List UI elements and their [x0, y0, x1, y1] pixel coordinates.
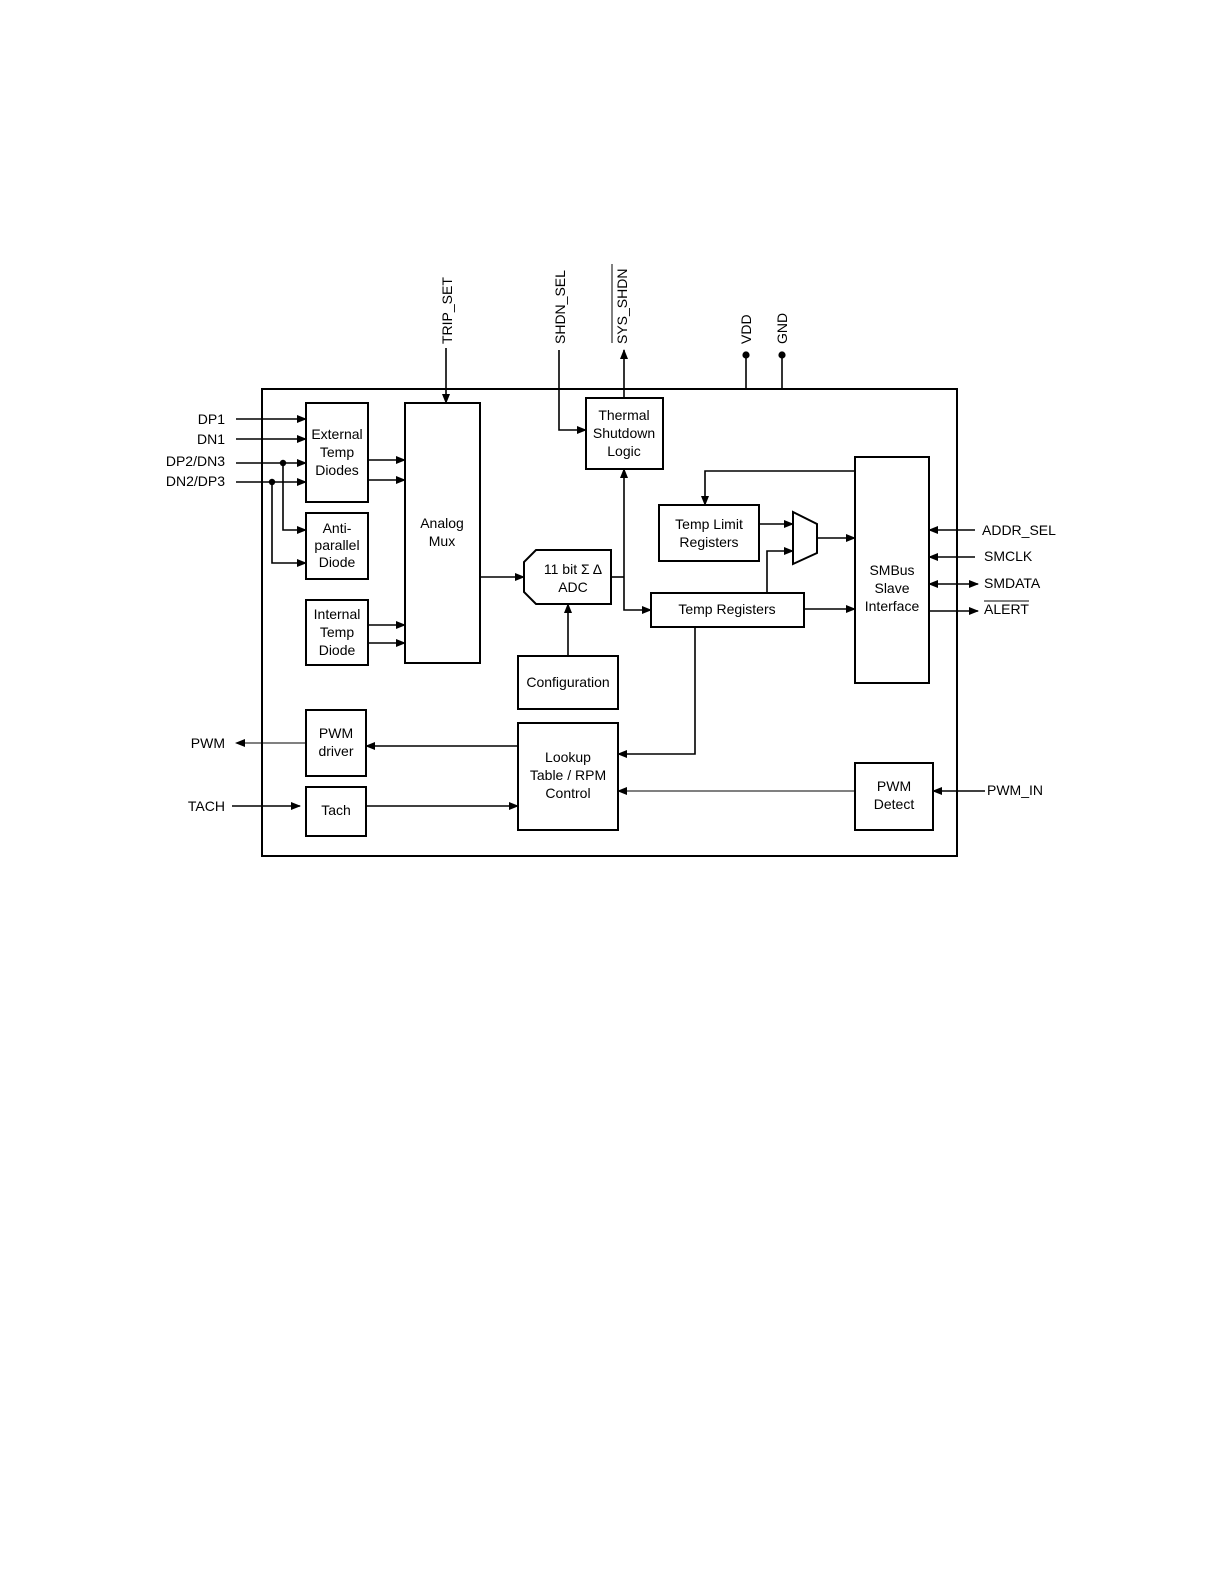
adc-block: 11 bit Σ Δ ADC	[523, 549, 612, 605]
block-label: Tach	[321, 802, 351, 818]
external-temp-diodes-block: External Temp Diodes	[305, 402, 369, 503]
pin-label-tach: TACH	[188, 798, 225, 814]
vdd-pin-dot	[742, 351, 750, 359]
block-label: Diode	[319, 642, 356, 658]
block-label: Detect	[874, 796, 915, 812]
comparator-mux-shape	[792, 510, 818, 566]
block-label: Temp	[320, 624, 354, 640]
temp-registers-block: Temp Registers	[650, 592, 805, 628]
lookup-table-rpm-control-block: Lookup Table / RPM Control	[517, 722, 619, 831]
block-label: Diodes	[315, 462, 359, 478]
pin-label-shdn-sel: SHDN_SEL	[552, 270, 568, 344]
pin-label-smdata: SMDATA	[984, 575, 1041, 591]
block-label: Registers	[679, 534, 738, 550]
pin-label-sys-shdn: SYS_SHDN	[614, 269, 630, 344]
block-label: driver	[318, 743, 353, 759]
block-label: Mux	[429, 533, 455, 549]
pwm-driver-block: PWM driver	[305, 709, 367, 777]
block-label: Slave	[874, 580, 909, 596]
block-label: 11 bit Σ Δ	[544, 561, 602, 577]
internal-temp-diode-block: Internal Temp Diode	[305, 599, 369, 666]
tach-block: Tach	[305, 786, 367, 837]
wire-to-anti-parallel-top	[282, 463, 307, 534]
pin-label-gnd: GND	[774, 313, 790, 344]
block-label: Diode	[319, 554, 356, 570]
anti-parallel-diode-block: Anti- parallel Diode	[305, 512, 369, 580]
block-label: Analog	[420, 515, 464, 531]
pin-label-vdd: VDD	[738, 314, 754, 344]
block-label: Control	[545, 785, 590, 801]
wire-temp-reg-to-lookup	[617, 627, 696, 758]
thermal-shutdown-logic-block: Thermal Shutdown Logic	[585, 397, 664, 470]
block-label: Lookup	[545, 749, 591, 765]
gnd-pin-dot	[778, 351, 786, 359]
pin-label-dn1: DN1	[197, 431, 225, 447]
block-label: Logic	[607, 443, 640, 459]
chip-outline	[261, 388, 958, 857]
block-label: Temp Limit	[675, 516, 743, 532]
block-label: Interface	[865, 598, 920, 614]
block-label: ADC	[558, 579, 588, 595]
pin-label-dn2-dp3: DN2/DP3	[166, 473, 225, 489]
pwm-detect-block: PWM Detect	[854, 762, 934, 831]
block-label: Table / RPM	[530, 767, 606, 783]
pin-label-pwm: PWM	[191, 735, 225, 751]
analog-mux-block: Analog Mux	[404, 402, 481, 664]
block-label: Temp Registers	[678, 601, 775, 617]
temp-limit-registers-block: Temp Limit Registers	[658, 504, 760, 562]
pin-label-trip-set: TRIP_SET	[439, 277, 455, 344]
pin-label-alert: ALERT	[984, 601, 1029, 617]
pin-label-dp2-dn3: DP2/DN3	[166, 453, 225, 469]
block-label: Thermal	[598, 407, 649, 423]
pin-label-pwm-in: PWM_IN	[987, 782, 1043, 798]
block-label: Temp	[320, 444, 354, 460]
block-label: External	[311, 426, 362, 442]
block-label: Configuration	[526, 674, 609, 690]
pin-label-dp1: DP1	[198, 411, 225, 427]
pin-label-addr-sel: ADDR_SEL	[982, 522, 1056, 538]
configuration-block: Configuration	[517, 655, 619, 710]
block-label: Anti-	[323, 520, 352, 536]
wire-to-temp-registers	[623, 577, 652, 614]
smbus-slave-interface-block: SMBus Slave Interface	[854, 456, 930, 684]
wire-temp-reg-to-comparator	[766, 547, 794, 593]
block-label: SMBus	[869, 562, 914, 578]
wire-smbus-to-temp-limit	[701, 470, 855, 506]
block-label: parallel	[314, 537, 359, 553]
wire-shdn-sel	[558, 350, 587, 434]
block-label: Shutdown	[593, 425, 655, 441]
block-label: PWM	[319, 725, 353, 741]
wire-to-anti-parallel-bottom	[271, 482, 307, 567]
pin-label-smclk: SMCLK	[984, 548, 1033, 564]
block-label: PWM	[877, 778, 911, 794]
block-label: Internal	[314, 606, 361, 622]
